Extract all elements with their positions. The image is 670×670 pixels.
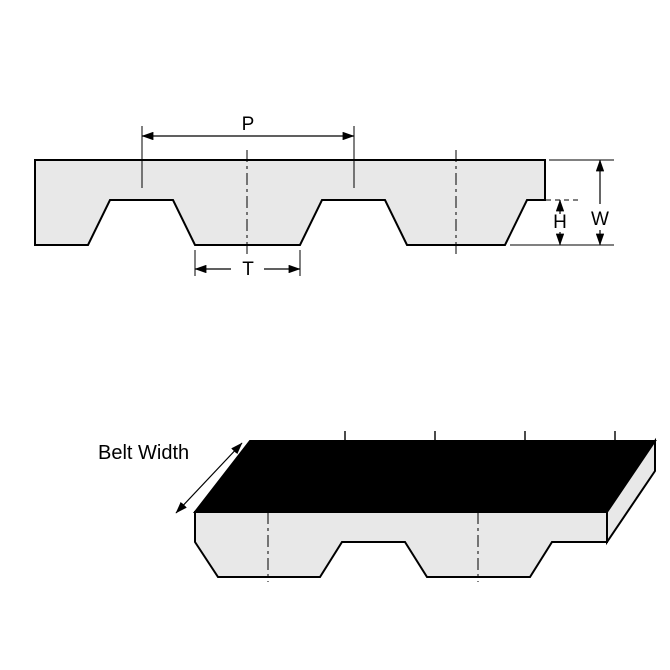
tooth-width-label: T: [242, 259, 254, 280]
tooth-height-dimension: H: [546, 199, 582, 246]
belt-thickness-label: W: [591, 209, 609, 230]
pitch-dimension: P: [141, 114, 355, 188]
tooth-height-label: H: [553, 212, 567, 233]
belt-width-label: Belt Width: [98, 442, 189, 464]
pitch-label: P: [242, 114, 255, 135]
belt-3d-view: Belt Width: [98, 431, 657, 582]
belt-width-arrow: [175, 442, 243, 514]
belt-thickness-dimension: W: [510, 159, 614, 246]
belt-width-annotation: Belt Width: [98, 442, 243, 514]
belt-profile-shape: [34, 159, 546, 246]
belt-top-face: [192, 440, 657, 513]
belt-cross-section-2d: P T H W: [34, 114, 614, 280]
belt-front-face: [194, 511, 608, 578]
tooth-width-dimension: T: [194, 250, 301, 280]
